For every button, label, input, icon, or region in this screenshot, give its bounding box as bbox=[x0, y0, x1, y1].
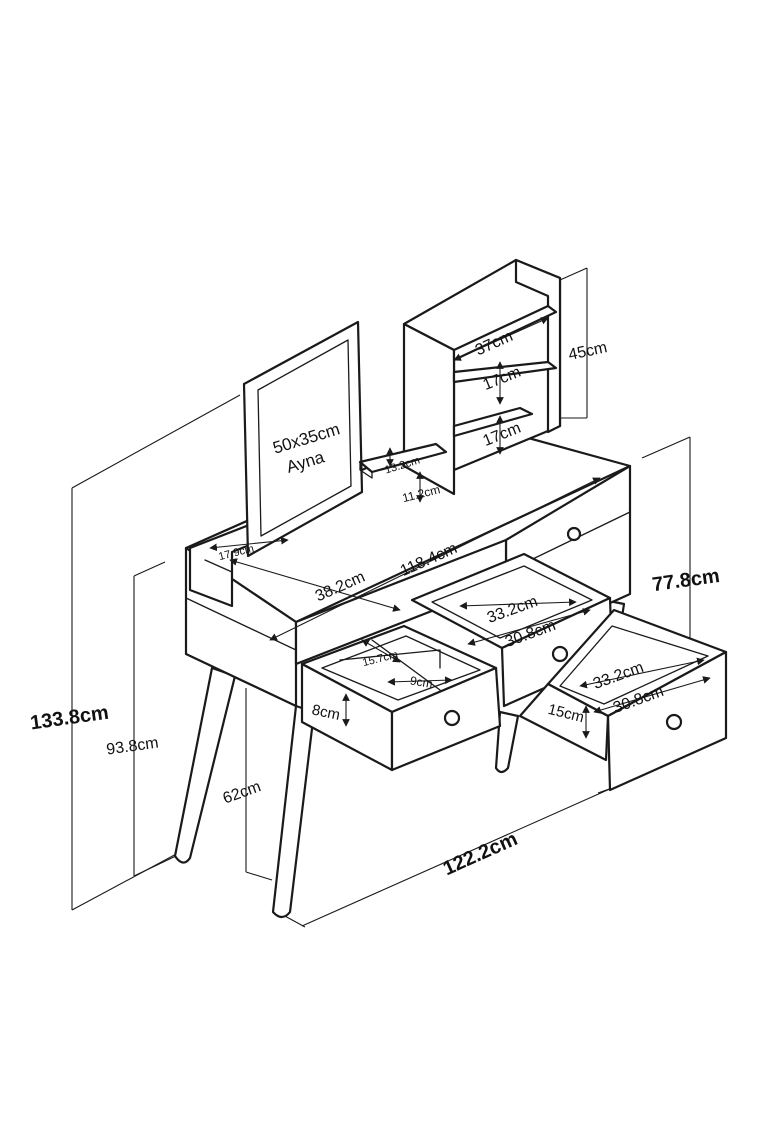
shelf-height-label: 45cm bbox=[567, 339, 609, 364]
total-height-label: 133.8cm bbox=[29, 702, 110, 735]
middle-drawer-knob bbox=[551, 645, 569, 663]
total-width-label: 122.2cm bbox=[440, 828, 521, 880]
table-height-label: 93.8cm bbox=[105, 734, 159, 758]
front-right-leg bbox=[271, 704, 316, 919]
small-step-shelf bbox=[358, 442, 448, 474]
total-width-line bbox=[301, 787, 613, 927]
back-right-leg bbox=[494, 710, 520, 774]
lower-shelf bbox=[452, 406, 534, 438]
upper-right-knob bbox=[566, 526, 582, 542]
middle-shelf bbox=[452, 360, 558, 384]
left-drawer bbox=[300, 624, 502, 772]
leg-height-label: 62cm bbox=[221, 778, 264, 807]
front-left-leg bbox=[173, 666, 237, 864]
left-drawer-knob bbox=[443, 709, 461, 727]
right-drawer-knob bbox=[665, 713, 683, 731]
right-height-label: 77.8cm bbox=[651, 565, 721, 596]
left-drawer-width-label: 9cm bbox=[409, 673, 434, 691]
interior-dimension-arrows bbox=[209, 317, 711, 739]
left-drawer-height-label: 8cm bbox=[310, 701, 341, 724]
